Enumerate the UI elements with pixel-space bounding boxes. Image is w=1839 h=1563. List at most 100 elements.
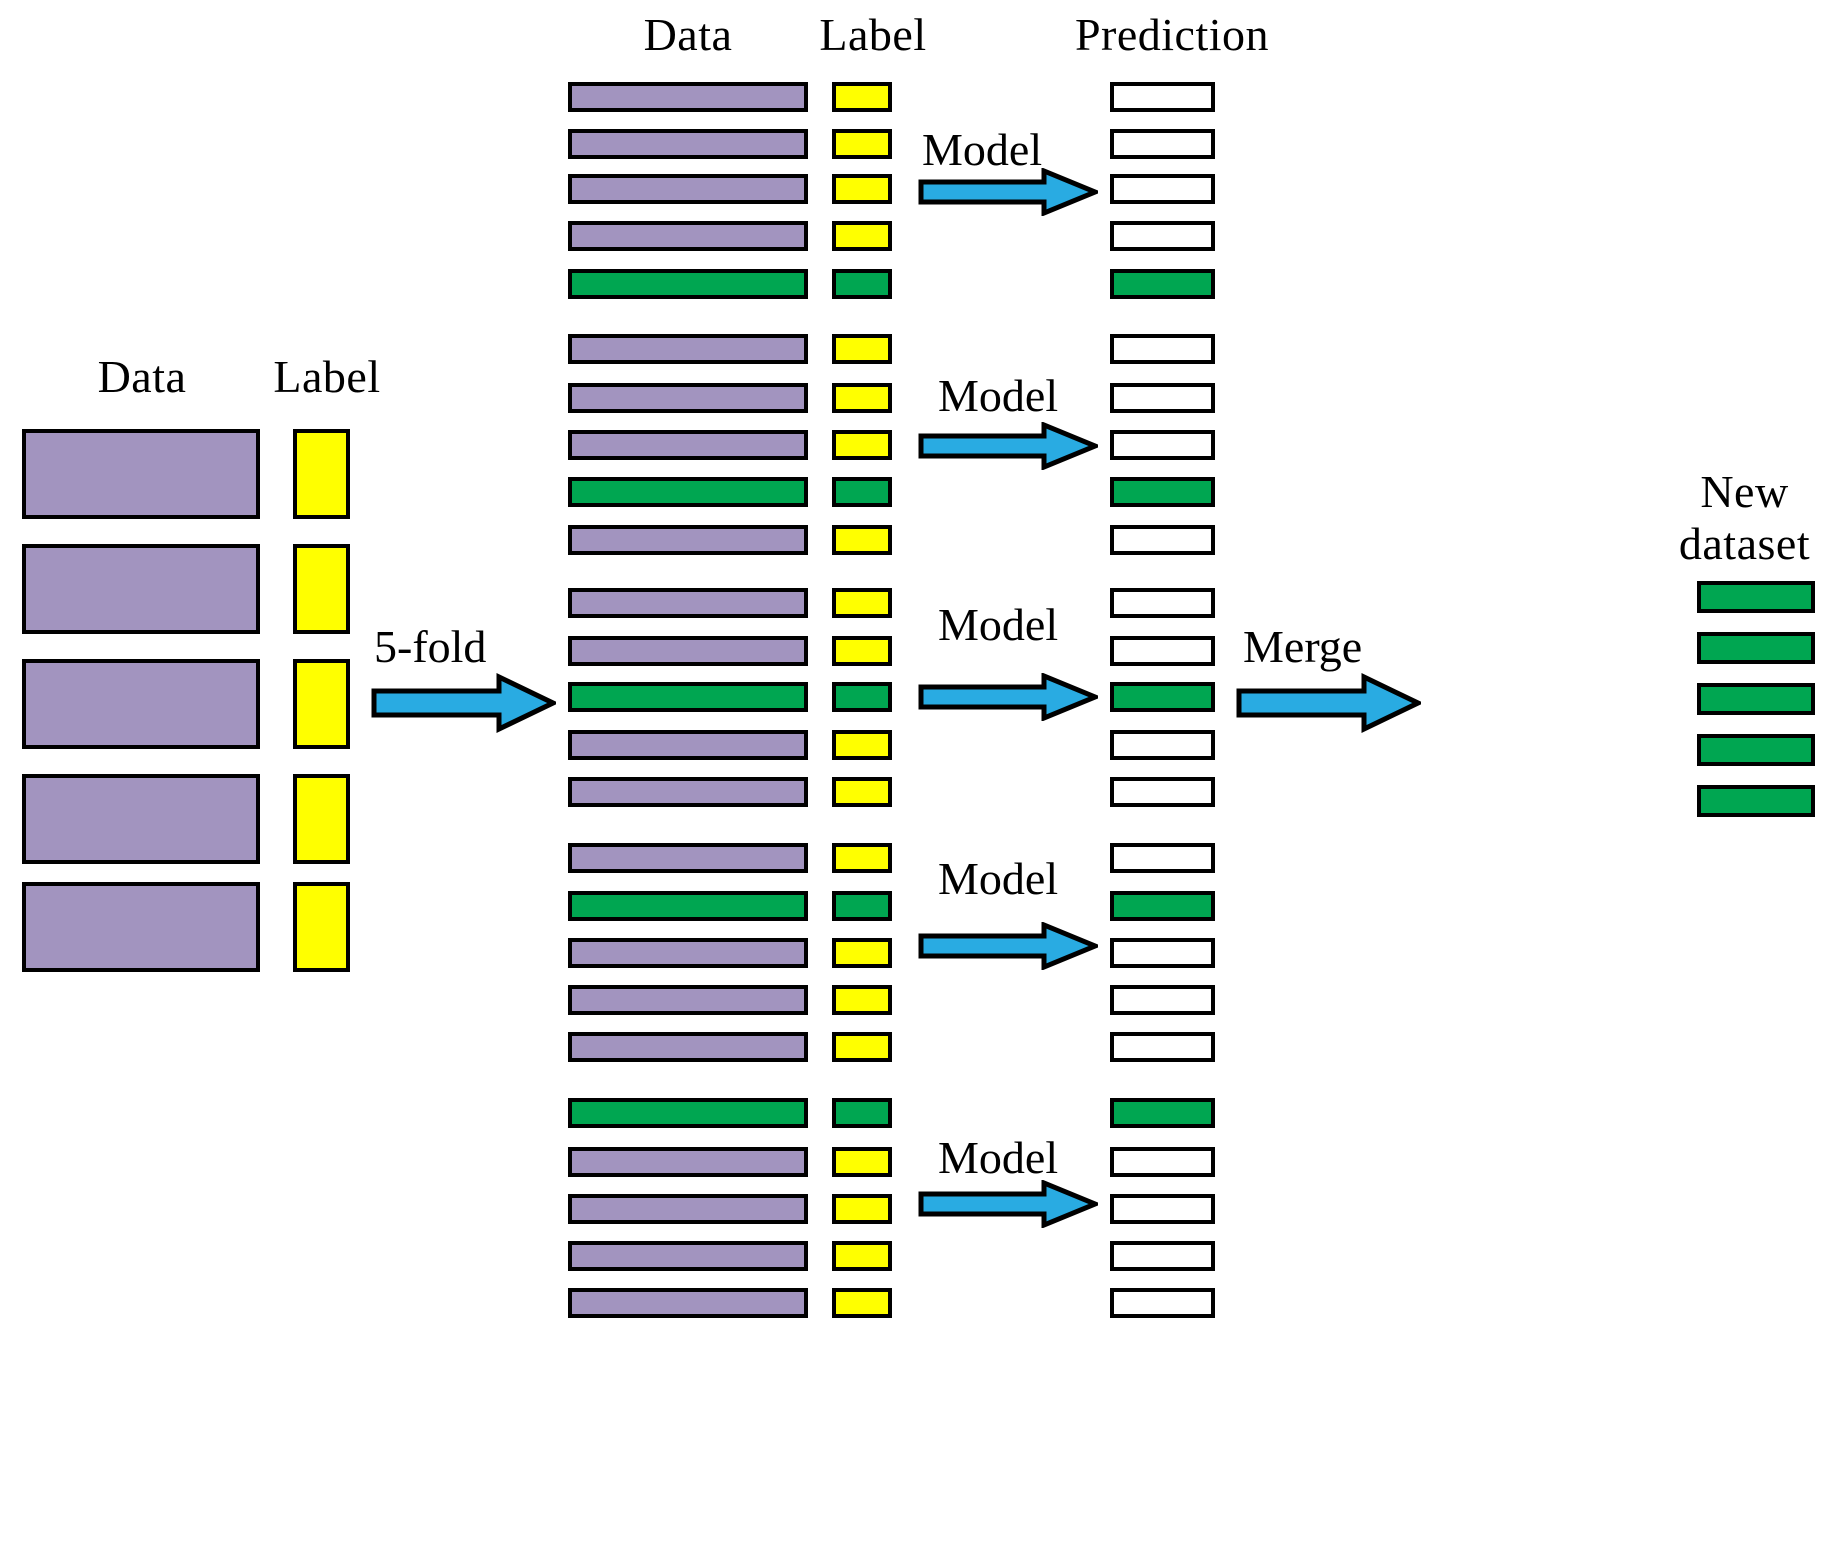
fold-5-label-row [832, 1241, 892, 1271]
right-arrow-icon [918, 168, 1098, 216]
fold-1-prediction-row [1110, 174, 1215, 204]
source-label-header: Label [273, 351, 381, 402]
fold-2-label-row [832, 525, 892, 555]
folds-data-header: Data [643, 9, 733, 60]
fold-5-prediction-row [1110, 1194, 1215, 1224]
fold-3-label-row [832, 730, 892, 760]
new-dataset-row [1697, 581, 1815, 613]
source-data-header: Data [97, 351, 187, 402]
fold-5-prediction-row [1110, 1288, 1215, 1318]
fold-4-data-row [568, 985, 808, 1015]
fold-1-prediction-row [1110, 82, 1215, 112]
fold-1-data-row [568, 129, 808, 159]
fold-3-data-row [568, 588, 808, 618]
right-arrow-icon [918, 422, 1098, 470]
source-data-row [22, 544, 260, 634]
right-arrow-icon [918, 922, 1098, 970]
fold-4-label-row [832, 1032, 892, 1062]
fold-3-data-row [568, 636, 808, 666]
fold-4-data-row [568, 843, 808, 873]
fold-3-prediction-row [1110, 636, 1215, 666]
fold-4-prediction-row [1110, 938, 1215, 968]
fold-5-prediction-row [1110, 1241, 1215, 1271]
source-label-row [293, 544, 350, 634]
fold-1-label-row [832, 129, 892, 159]
fold-4-data-row-holdout [568, 891, 808, 921]
fold-4-prediction-row-holdout [1110, 891, 1215, 921]
fold-5-data-row [568, 1147, 808, 1177]
source-data-row [22, 429, 260, 519]
fold-2-prediction-row [1110, 525, 1215, 555]
source-label-row [293, 882, 350, 972]
fold-4-model-label: Model [938, 853, 1059, 904]
fold-3-prediction-row-holdout [1110, 682, 1215, 712]
fold-3-data-row-holdout [568, 682, 808, 712]
source-data-row [22, 882, 260, 972]
fold-1-label-row [832, 174, 892, 204]
fold-4-label-row [832, 843, 892, 873]
fold-5-prediction-row [1110, 1147, 1215, 1177]
fold-1-label-row [832, 82, 892, 112]
fold-1-model-label: Model [922, 124, 1043, 175]
fold-1-data-row [568, 82, 808, 112]
right-arrow-icon [1236, 673, 1421, 733]
fold-1-label-row [832, 221, 892, 251]
fold-4-data-row [568, 938, 808, 968]
fold-2-prediction-row [1110, 383, 1215, 413]
merge-arrow-label: Merge [1243, 621, 1363, 672]
fold-5-data-row [568, 1194, 808, 1224]
source-label-row [293, 659, 350, 749]
fold-3-label-row [832, 777, 892, 807]
fold-2-model-label: Model [938, 370, 1059, 421]
source-label-row [293, 774, 350, 864]
fold-4-data-row [568, 1032, 808, 1062]
fold-4-prediction-row [1110, 985, 1215, 1015]
fold-4-label-row [832, 938, 892, 968]
fold-4-label-row-holdout [832, 891, 892, 921]
fold-3-model-label: Model [938, 599, 1059, 650]
folds-label-header: Label [819, 9, 927, 60]
fold-5-model-label: Model [938, 1132, 1059, 1183]
fold-4-prediction-row [1110, 1032, 1215, 1062]
fold-2-data-row [568, 334, 808, 364]
fold-1-data-row [568, 221, 808, 251]
new-dataset-row [1697, 734, 1815, 766]
right-arrow-icon [918, 1180, 1098, 1228]
fold-1-label-row-holdout [832, 269, 892, 299]
fold-3-prediction-row [1110, 777, 1215, 807]
fold-1-prediction-row-holdout [1110, 269, 1215, 299]
split-arrow-label: 5-fold [374, 621, 487, 672]
fold-2-label-row-holdout [832, 477, 892, 507]
fold-2-data-row [568, 430, 808, 460]
fold-2-data-row [568, 525, 808, 555]
fold-3-prediction-row [1110, 730, 1215, 760]
right-arrow-icon [371, 673, 556, 733]
fold-1-data-row [568, 174, 808, 204]
fold-5-data-row-holdout [568, 1098, 808, 1128]
fold-5-label-row [832, 1194, 892, 1224]
new-dataset-row [1697, 632, 1815, 664]
fold-5-prediction-row-holdout [1110, 1098, 1215, 1128]
fold-2-data-row [568, 383, 808, 413]
fold-3-data-row [568, 730, 808, 760]
new-dataset-title-line1: New [1700, 466, 1789, 517]
fold-5-label-row [832, 1288, 892, 1318]
fold-3-label-row-holdout [832, 682, 892, 712]
fold-5-label-row-holdout [832, 1098, 892, 1128]
fold-3-label-row [832, 636, 892, 666]
fold-3-prediction-row [1110, 588, 1215, 618]
fold-4-prediction-row [1110, 843, 1215, 873]
fold-3-data-row [568, 777, 808, 807]
fold-3-label-row [832, 588, 892, 618]
fold-2-prediction-row [1110, 430, 1215, 460]
fold-5-data-row [568, 1288, 808, 1318]
fold-2-data-row-holdout [568, 477, 808, 507]
source-label-row [293, 429, 350, 519]
source-data-row [22, 659, 260, 749]
new-dataset-row [1697, 683, 1815, 715]
source-data-row [22, 774, 260, 864]
fold-2-prediction-row-holdout [1110, 477, 1215, 507]
fold-4-label-row [832, 985, 892, 1015]
new-dataset-title-line2: dataset [1678, 518, 1811, 569]
